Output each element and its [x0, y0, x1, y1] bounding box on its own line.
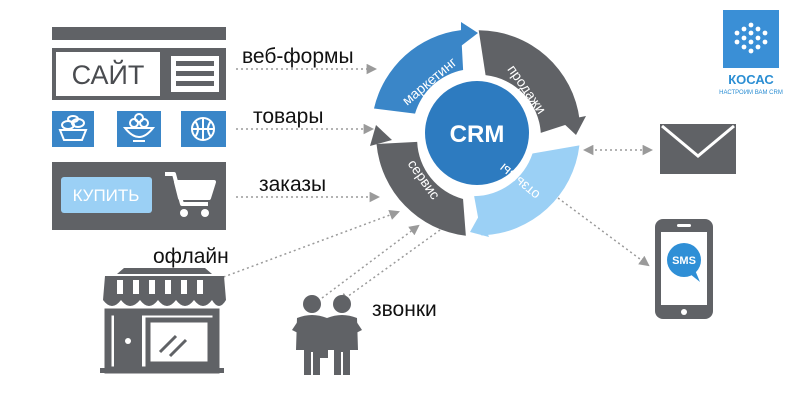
- logo-mark: [723, 10, 779, 68]
- browser-top-bar: [52, 27, 226, 40]
- website-panel: САЙТ: [52, 27, 226, 230]
- arrow-calls-out: [338, 229, 441, 304]
- cycle-arrowhead-reviews: [470, 214, 489, 237]
- sms-bubble-icon: SMS: [667, 243, 701, 282]
- segment-marketing: [373, 30, 464, 114]
- cycle-arrowhead-marketing: [461, 22, 478, 46]
- logo-dots: [734, 22, 768, 54]
- logo-tagline: НАСТРОИМ ВАМ CRM: [719, 90, 783, 96]
- caller-person-2: [326, 295, 362, 375]
- arrow-sms: [557, 197, 650, 267]
- segment-sales: [478, 30, 580, 133]
- caller-person-1: [292, 295, 328, 375]
- arrow-calls-in: [313, 224, 420, 305]
- cycle-arrowhead-service: [370, 125, 392, 146]
- fruit-bowl-icon: [122, 113, 156, 142]
- product-tile-bread: [52, 111, 94, 147]
- flow-arrows: [185, 63, 654, 305]
- buy-button[interactable]: [61, 177, 152, 213]
- product-tile-fruit: [117, 111, 161, 147]
- cycle-arrowhead-sales: [561, 116, 586, 135]
- segment-service: [376, 141, 466, 236]
- smartphone-icon: SMS: [655, 219, 713, 319]
- crm-center-label: CRM: [450, 121, 505, 148]
- label-calls: звонки: [372, 298, 437, 321]
- label-products: товары: [253, 105, 323, 128]
- site-label: САЙТ: [72, 59, 145, 90]
- logo-name: КОСАС: [728, 72, 774, 87]
- segment-reviews: [474, 145, 580, 236]
- store-window: [145, 317, 213, 367]
- shopping-cart-icon: [165, 172, 216, 217]
- menu-icon: [171, 56, 219, 92]
- sms-label: SMS: [672, 255, 696, 267]
- basketball-icon: [191, 117, 215, 141]
- callers-icon: [292, 295, 362, 375]
- buy-button-label: КУПИТЬ: [73, 186, 140, 205]
- envelope-icon: [660, 124, 736, 174]
- kosas-logo: КОСАС НАСТРОИМ ВАМ CRM: [719, 10, 783, 96]
- site-label-box: [56, 52, 160, 96]
- label-orders: заказы: [259, 173, 326, 196]
- label-offline: офлайн: [153, 245, 229, 268]
- crm-center: [425, 81, 529, 185]
- crm-cycle: CRM маркетинг продажи отзывы сервис: [370, 22, 586, 237]
- label-web-forms: веб-формы: [242, 45, 354, 68]
- product-tile-ball: [181, 111, 226, 147]
- store-icon: [100, 268, 226, 374]
- bread-basket-icon: [58, 115, 88, 141]
